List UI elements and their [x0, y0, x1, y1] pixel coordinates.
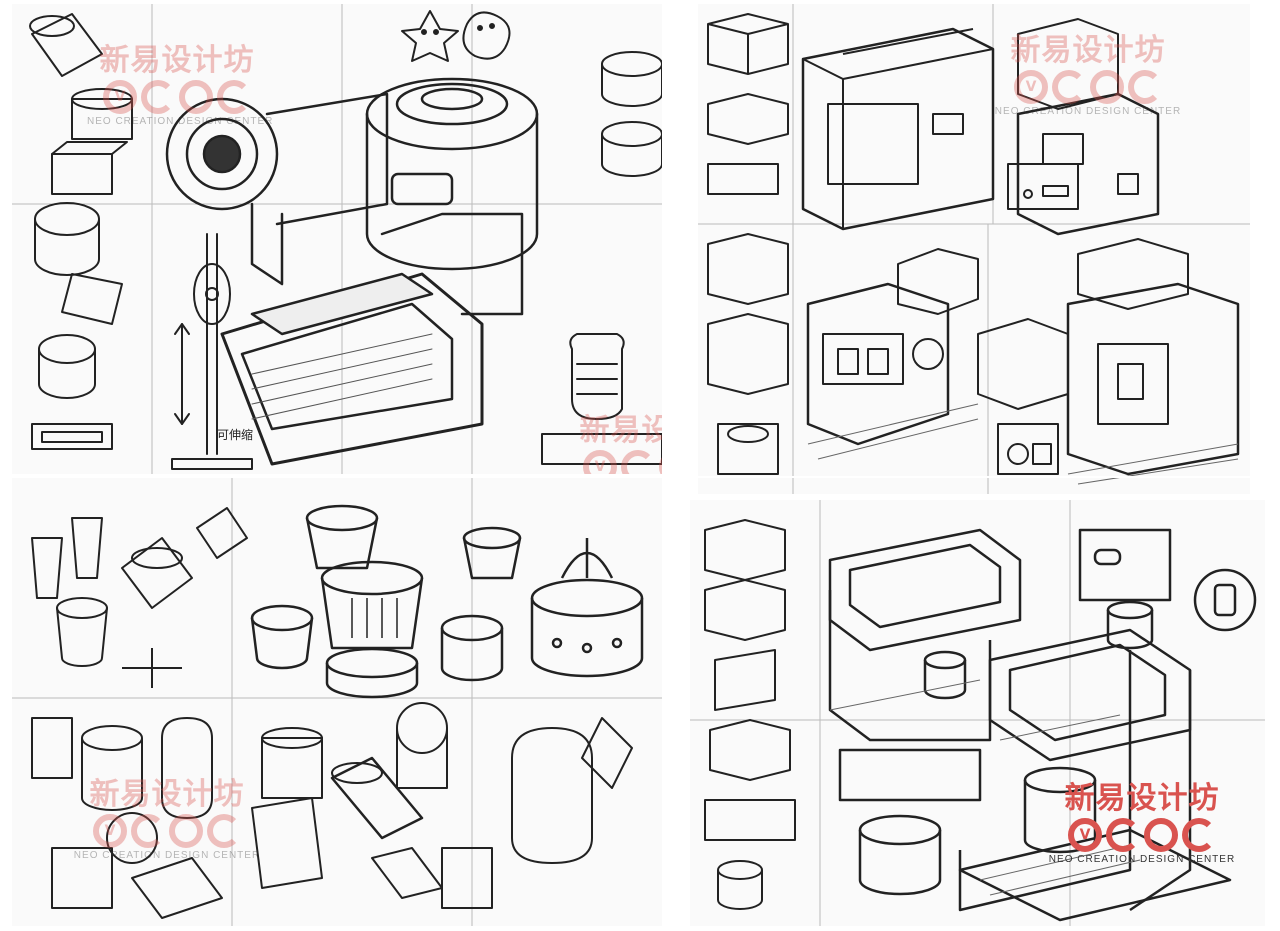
sketch-sheet-vacuum: 可伸缩 新易设计坊 V NEO CREATION DESIGN CENTER 新… — [12, 4, 662, 474]
star-mascot-icon — [401, 10, 459, 62]
coffee-machine-sketch-drawing — [690, 500, 1265, 926]
sheet-divider-horizontal — [0, 476, 1280, 478]
sketch-sheet-juicers: 新易设计坊 V NEO CREATION DESIGN CENTER — [12, 478, 662, 926]
telescopic-label: 可伸缩 — [217, 428, 254, 442]
sketch-sheet-printers: 新易设计坊 V NEO CREATION DESIGN CENTER — [698, 4, 1250, 494]
fist-hand-icon — [569, 333, 625, 420]
sketch-sheet-coffee: 新易设计坊 V NEO CREATION DESIGN CENTER — [690, 500, 1265, 926]
sheet-divider-vertical — [676, 0, 678, 931]
blob-mascot-icon — [462, 11, 511, 60]
printer-sketch-drawing — [698, 4, 1250, 494]
vacuum-sketch-drawing — [12, 4, 662, 474]
arrow-up-down-icon — [174, 323, 190, 425]
juicer-sketch-drawing — [12, 478, 662, 926]
